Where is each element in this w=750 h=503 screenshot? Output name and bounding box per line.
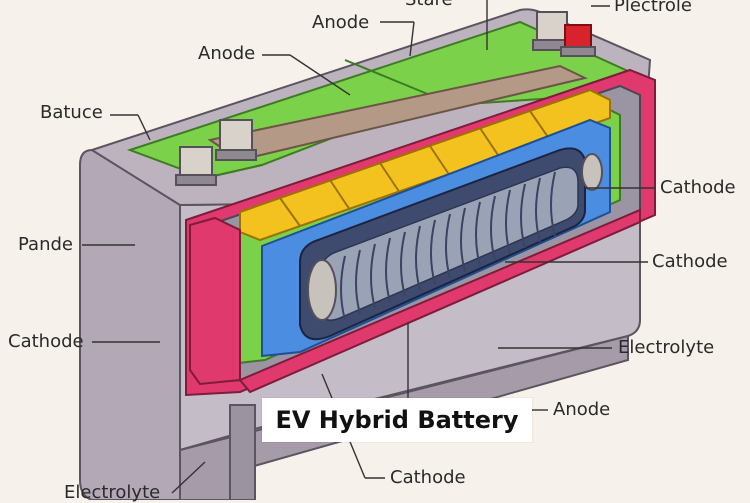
label-anode-upper: Anode: [198, 43, 256, 64]
terminal-middle: [215, 119, 257, 161]
label-top-partial: Stare: [405, 0, 453, 9]
label-electrolyte-bottom-left: Electrolyte: [64, 482, 161, 503]
label-batuce: Batuce: [40, 102, 103, 123]
terminal-left: [175, 146, 217, 186]
label-cathode-left: Cathode: [8, 331, 84, 352]
casing-front-face: [79, 148, 181, 500]
label-electrolyte-right: Electrolyte: [618, 337, 715, 358]
title-banner: EV Hybrid Battery: [262, 398, 532, 442]
coil-windings: [340, 171, 556, 321]
terminal-red: [560, 24, 596, 57]
label-cathode-right-lower: Cathode: [652, 251, 728, 272]
electrolyte-left-strip: [189, 216, 241, 386]
label-cathode-right-upper: Cathode: [660, 177, 736, 198]
label-plectrole: Plectrole: [614, 0, 692, 16]
label-cathode-bottom: Cathode: [390, 467, 466, 488]
casing-bottom-notch: [229, 404, 256, 500]
coil-cylinder: [319, 166, 579, 321]
label-anode-lower-right: Anode: [553, 399, 611, 420]
electrolyte-bottom-strip: [238, 208, 641, 394]
label-anode-top: Anode: [312, 12, 370, 33]
label-pande: Pande: [18, 234, 73, 255]
terminal-top-left: [532, 11, 572, 51]
diagram-title: EV Hybrid Battery: [275, 406, 519, 434]
